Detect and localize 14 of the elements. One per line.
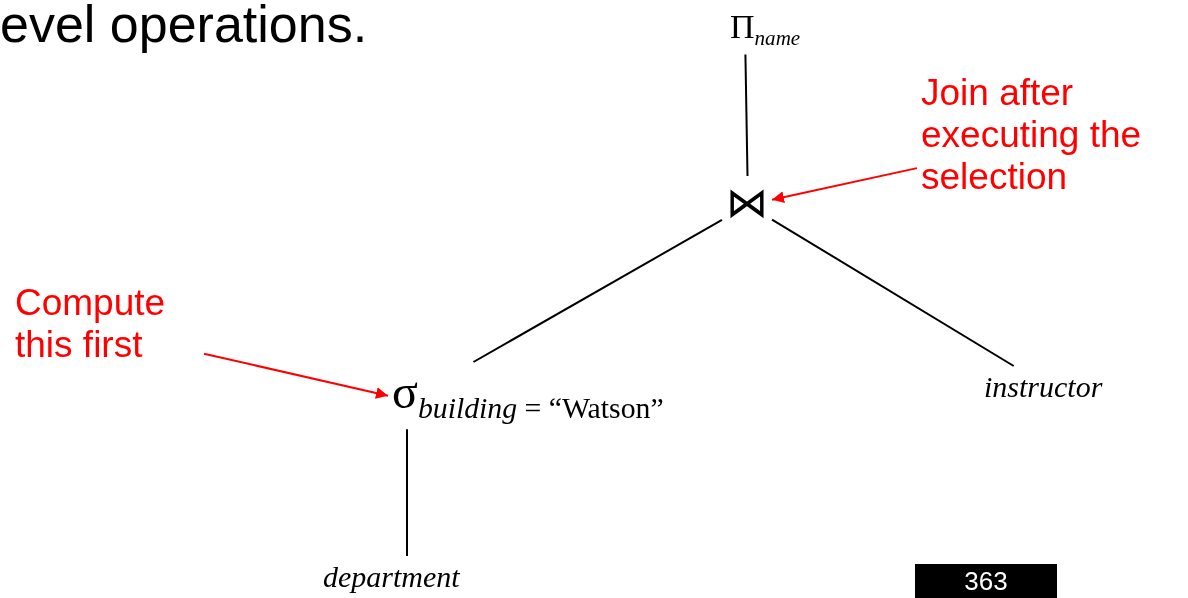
tree-edge bbox=[406, 428, 408, 557]
annotation-text: Compute this first bbox=[15, 282, 200, 366]
join-operator: ⋈ bbox=[726, 180, 768, 227]
tree-edge bbox=[771, 218, 1015, 367]
annotation-text: Join after executing the selection bbox=[921, 72, 1186, 198]
arrow bbox=[771, 167, 918, 204]
projection-operator: Π$_{name}$ bbox=[730, 8, 801, 51]
heading-text: evel operations. bbox=[0, 0, 368, 54]
relation-name: department bbox=[323, 560, 460, 593]
tree-edge bbox=[744, 53, 749, 177]
arrow bbox=[203, 352, 389, 399]
relation-name: instructor bbox=[984, 370, 1103, 403]
tree-edge bbox=[472, 218, 723, 363]
page-number: 363 bbox=[915, 564, 1057, 598]
